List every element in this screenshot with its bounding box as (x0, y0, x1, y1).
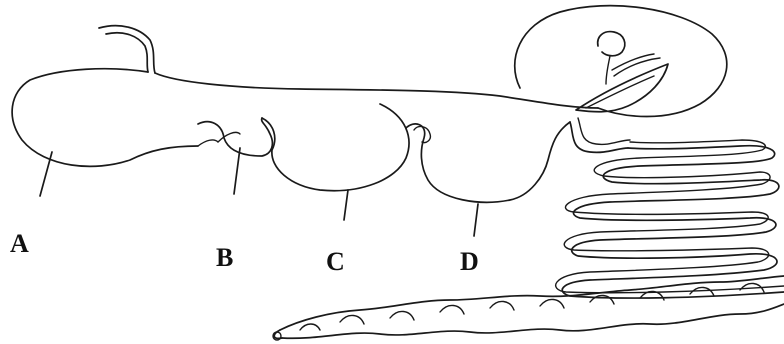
esophagus-hook (98, 24, 156, 74)
large-intestine-waves (299, 282, 765, 331)
liver-lobe (513, 4, 728, 118)
leader-line-b (233, 147, 241, 195)
chamber-a-fold (197, 139, 219, 147)
duodenum-inner (577, 117, 631, 146)
chamber-a (11, 67, 199, 168)
large-intestine-bottom (281, 303, 784, 340)
intestine-coils-inner (555, 139, 784, 294)
chamber-c (261, 103, 410, 192)
leader-line-a (39, 151, 53, 197)
pancreas-inner (585, 75, 655, 109)
stomach-top-edge (154, 72, 599, 109)
label-c: C (326, 247, 345, 276)
chamber-b-fold (217, 131, 241, 143)
gall-bladder-stem (605, 55, 611, 85)
esophagus-hook-inner (105, 31, 149, 73)
intestine-coils-outer (561, 144, 784, 299)
large-intestine-top (279, 275, 784, 331)
junction-bulb (413, 125, 432, 144)
anus-opening (272, 331, 282, 341)
chamber-b (197, 117, 274, 157)
gall-bladder-head (596, 30, 626, 57)
duodenum-outer (569, 121, 629, 154)
leader-line-c (343, 189, 349, 221)
label-d: D (460, 247, 479, 276)
chamber-d (405, 121, 571, 203)
label-b: B (216, 243, 233, 272)
leader-line-d (473, 203, 479, 237)
label-a: A (10, 229, 29, 258)
bile-duct-prongs (611, 53, 661, 77)
pancreas-blade (575, 63, 669, 113)
